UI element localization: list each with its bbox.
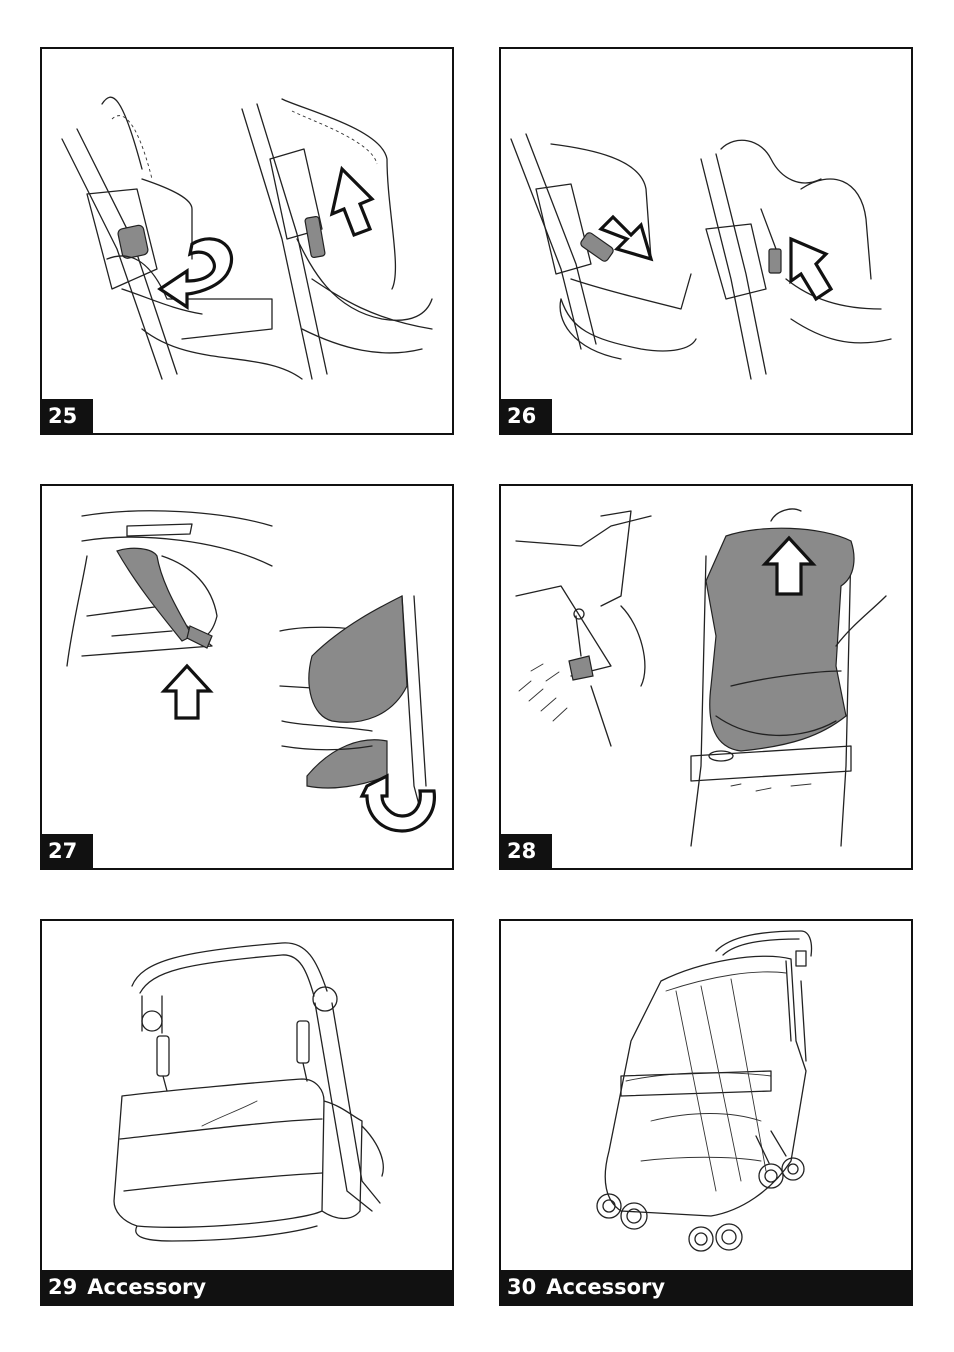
illustration-rain-cover-accessory: [501, 921, 911, 1304]
panel-label-25: 25: [42, 399, 93, 433]
up-arrow-icon: [791, 239, 831, 299]
panel-label-28: 28: [501, 834, 552, 868]
illustration-remove-connector: [501, 49, 911, 433]
panel-26: 26: [499, 47, 913, 435]
panel-28: 28: [499, 484, 913, 870]
u-turn-arrow-icon: [362, 776, 434, 831]
illustration-remove-seat-cover: [501, 486, 911, 868]
illustration-release-fabric-tabs: [42, 486, 452, 868]
panel-label-26: 26: [501, 399, 552, 433]
illustration-changing-bag-accessory: [42, 921, 452, 1304]
up-arrow-icon: [164, 666, 210, 718]
illustration-detach-cover-frame: [42, 49, 452, 433]
panel-27: 27: [40, 484, 454, 870]
up-arrow-icon: [332, 169, 372, 235]
rotate-arrow-icon: [160, 239, 232, 307]
panel-25: 25: [40, 47, 454, 435]
panel-label-27: 27: [42, 834, 93, 868]
